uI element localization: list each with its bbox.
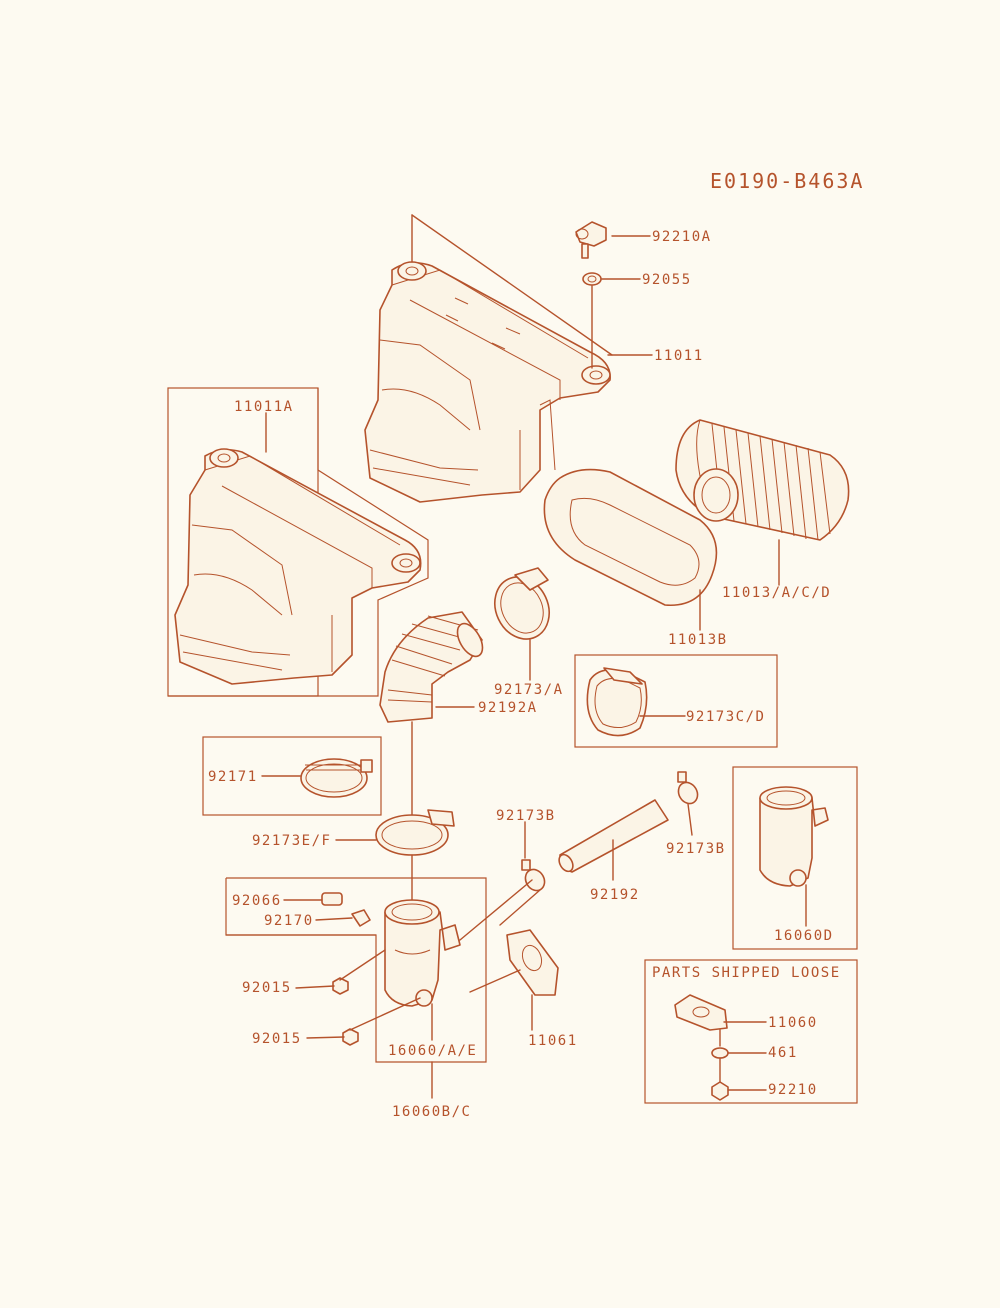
small-clamp-92173B-right: [677, 771, 699, 805]
filter-element-11013: [675, 419, 850, 541]
label-16060D: 16060D: [774, 928, 834, 944]
label-11061: 11061: [528, 1033, 578, 1049]
label-92170: 92170: [264, 913, 314, 929]
label-92210A: 92210A: [652, 229, 712, 245]
clamp-92173CD: [586, 667, 648, 737]
intake-pipe-16060: [384, 899, 461, 1007]
label-92173CD: 92173C/D: [686, 709, 766, 725]
label-92066: 92066: [232, 893, 282, 909]
gasket-11061: [506, 929, 559, 996]
fitting-92170: [351, 909, 371, 927]
label-11060: 11060: [768, 1015, 818, 1031]
label-92015-top: 92015: [242, 980, 292, 996]
box-parts-shipped-loose: [644, 959, 858, 1104]
gasket-11060: [674, 994, 728, 1031]
elbow-hose-92192A: [379, 611, 484, 723]
label-92173B-left: 92173B: [496, 808, 556, 824]
label-92015-bottom: 92015: [252, 1031, 302, 1047]
box-92171: [202, 736, 382, 816]
label-92173B-right: 92173B: [666, 841, 726, 857]
box-92173CD: [574, 654, 778, 748]
label-92171: 92171: [208, 769, 258, 785]
washer-461: [711, 1047, 729, 1059]
label-11013B: 11013B: [668, 632, 728, 648]
air-cleaner-cover-11011: [364, 261, 611, 503]
label-92173EF: 92173E/F: [252, 833, 332, 849]
clamp-92173EF: [375, 809, 455, 856]
washer-92055: [582, 272, 602, 286]
box-11011A-extension: [168, 388, 429, 697]
air-cleaner-cover-11011A: [174, 448, 422, 685]
label-16060AE: 16060/A/E: [388, 1043, 478, 1059]
label-11011: 11011: [654, 348, 704, 364]
label-11011A: 11011A: [234, 399, 294, 415]
diagram-code: E0190-B463A: [710, 169, 865, 193]
clamp-92173: [494, 567, 550, 640]
knob-92210A: [575, 221, 607, 259]
nut-92210: [711, 1081, 729, 1101]
hose-92192: [558, 799, 669, 873]
label-92055: 92055: [642, 272, 692, 288]
label-11013ACD: 11013/A/C/D: [722, 585, 832, 601]
label-92173A: 92173/A: [494, 682, 564, 698]
small-clamp-92173B-left: [521, 859, 546, 892]
nut-92015-top: [332, 977, 349, 995]
nut-92015-bottom: [342, 1028, 359, 1046]
label-92192A: 92192A: [478, 700, 538, 716]
label-16060BC: 16060B/C: [392, 1104, 472, 1120]
leader-lines: [261, 214, 807, 1099]
label-92210: 92210: [768, 1082, 818, 1098]
loose-box-title: PARTS SHIPPED LOOSE: [652, 965, 841, 981]
clamp-92171: [300, 758, 373, 798]
plug-92066: [321, 892, 343, 906]
intake-pipe-16060D: [759, 786, 829, 887]
label-92192: 92192: [590, 887, 640, 903]
label-461: 461: [768, 1045, 798, 1061]
pre-cleaner-11013B: [543, 468, 718, 607]
box-16060D: [732, 766, 858, 950]
